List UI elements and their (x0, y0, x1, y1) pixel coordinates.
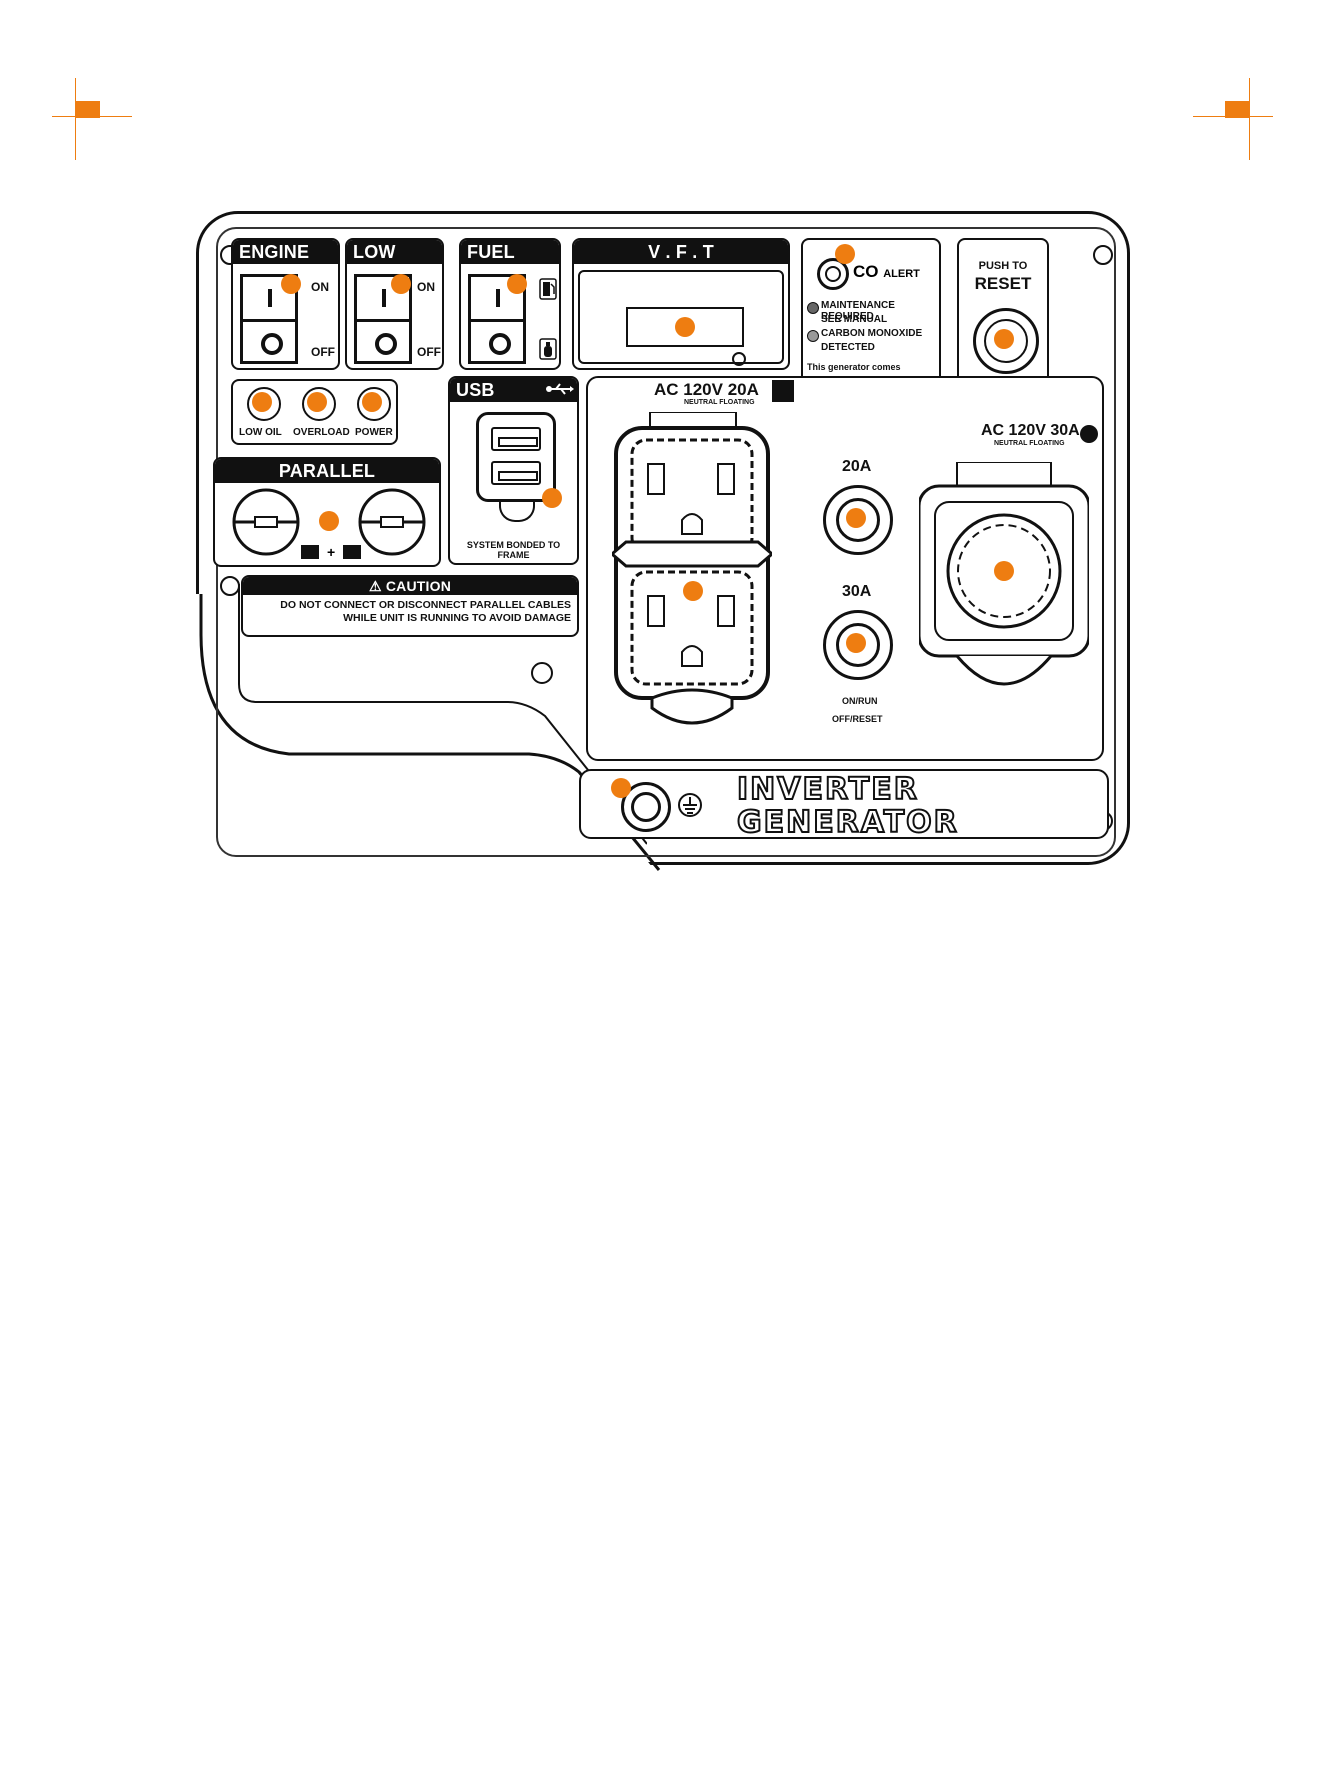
outlet-20a-sub: NEUTRAL FLOATING (684, 399, 755, 406)
screw-bottom-mid (531, 662, 553, 684)
callout-outlet-20a (683, 581, 703, 601)
callout-breaker-20 (846, 508, 866, 528)
on-run-label: ON/RUN (842, 696, 878, 706)
overload-label: OVERLOAD (293, 427, 350, 438)
ground-terminal[interactable] (621, 782, 671, 832)
reset-line2: RESET (974, 274, 1032, 293)
low-oil-led (247, 387, 281, 421)
engine-on-label: ON (311, 280, 329, 294)
fuel-source-rocker[interactable] (468, 274, 526, 364)
vft-box: V . F . T (572, 238, 790, 370)
indicator-box: LOW OIL OVERLOAD POWER (231, 379, 398, 445)
fuel-source-title: FUEL SOURCE (461, 240, 559, 286)
twist-lock-icon (1080, 425, 1098, 443)
parallel-box: PARALLEL + (213, 457, 441, 567)
power-label: POWER (355, 427, 393, 438)
low-idle-box: LOW IDLE ON OFF (345, 238, 444, 370)
parallel-port-left[interactable] (231, 487, 301, 557)
vft-window (578, 270, 784, 366)
co-detected-label: CARBON MONOXIDE (821, 328, 923, 339)
vft-title: V . F . T (574, 240, 788, 264)
caution-title: ⚠ CAUTION (243, 577, 577, 595)
parallel-connection-icon: + (301, 544, 361, 560)
callout-co (835, 244, 855, 264)
callout-parallel (319, 511, 339, 531)
reset-line1: PUSH TO (978, 260, 1028, 272)
parallel-port-right[interactable] (357, 487, 427, 557)
brand-line2: GENERATOR (736, 804, 959, 841)
callout-ground (611, 778, 631, 798)
engine-switch-box: ENGINE SW. ON OFF (231, 238, 340, 370)
usb-port-2[interactable] (491, 461, 541, 485)
usb-icon (546, 383, 574, 395)
crop-line-right-h (1193, 116, 1273, 117)
callout-engine (281, 274, 301, 294)
usb-cover-tab[interactable] (499, 502, 535, 522)
crop-mark-left (76, 101, 100, 118)
overload-led (302, 387, 336, 421)
reset-button[interactable] (973, 308, 1039, 374)
engine-off-label: OFF (311, 345, 335, 359)
callout-outlet-30a (994, 561, 1014, 581)
gas-pump-icon (539, 278, 557, 300)
outlet-30a-title: AC 120V 30A (981, 422, 1080, 439)
duplex-outlet[interactable] (612, 412, 772, 742)
breaker-20a-label: 20A (842, 458, 872, 475)
svg-text:+: + (327, 544, 335, 560)
callout-usb (542, 488, 562, 508)
panel-cut-edge (199, 594, 661, 871)
usb-port-1[interactable] (491, 427, 541, 451)
reset-box: PUSH TO RESET (957, 238, 1049, 398)
callout-reset (994, 329, 1014, 349)
fuel-source-box: FUEL SOURCE (459, 238, 561, 370)
propane-tank-icon (539, 338, 557, 360)
callout-vft (675, 317, 695, 337)
maint-indicator (807, 302, 819, 314)
low-idle-off-label: OFF (417, 345, 441, 359)
vft-button[interactable] (732, 352, 746, 366)
crop-line-right-v (1249, 78, 1250, 160)
co-alert-title: CO ALERT (853, 262, 920, 281)
crop-line-left-v (75, 78, 76, 160)
crop-mark-right (1225, 101, 1249, 118)
breaker-30a[interactable] (823, 610, 893, 680)
outlet-30a-sub: NEUTRAL FLOATING (994, 440, 1065, 447)
panel-cut-inner (238, 584, 647, 845)
brand-line1: INVERTER (736, 771, 919, 808)
control-panel: ENGINE SW. ON OFF LOW IDLE ON OFF FUEL S… (196, 211, 1130, 872)
twist-lock-outlet[interactable] (919, 462, 1089, 702)
engine-switch-title: ENGINE SW. (233, 240, 338, 286)
callout-fuel (507, 274, 527, 294)
off-reset-label: OFF/RESET (832, 714, 883, 724)
callout-breaker-30 (846, 633, 866, 653)
co-detected-sub-label: DETECTED (821, 342, 875, 353)
panel-cutout (196, 594, 656, 872)
maint-sub-label: SEE MANUAL (821, 314, 888, 325)
caution-box: ⚠ CAUTION DO NOT CONNECT OR DISCONNECT P… (241, 575, 579, 637)
outlet-20a-icon (772, 380, 794, 402)
parallel-title: PARALLEL (215, 459, 439, 483)
breaker-20a[interactable] (823, 485, 893, 555)
power-led (357, 387, 391, 421)
co-detected-indicator (807, 330, 819, 342)
usb-box: USB SYSTEM BONDED TO FRAME (448, 376, 579, 565)
usb-port-housing (476, 412, 556, 502)
maint-label: MAINTENANCE REQUIRED (821, 300, 895, 322)
bonded-label: SYSTEM BONDED TO FRAME (466, 540, 561, 560)
caution-text: DO NOT CONNECT OR DISCONNECT PARALLEL CA… (280, 599, 571, 624)
crop-line-left-h (52, 116, 132, 117)
breaker-30a-label: 30A (842, 583, 872, 600)
ground-icon (678, 793, 702, 817)
low-idle-on-label: ON (417, 280, 435, 294)
callout-low-idle (391, 274, 411, 294)
outlet-20a-title: AC 120V 20A (654, 380, 759, 399)
low-idle-title: LOW IDLE (347, 240, 442, 286)
screw-top-right (1093, 245, 1113, 265)
low-oil-label: LOW OIL (239, 427, 282, 438)
screw-mid-left (220, 576, 240, 596)
